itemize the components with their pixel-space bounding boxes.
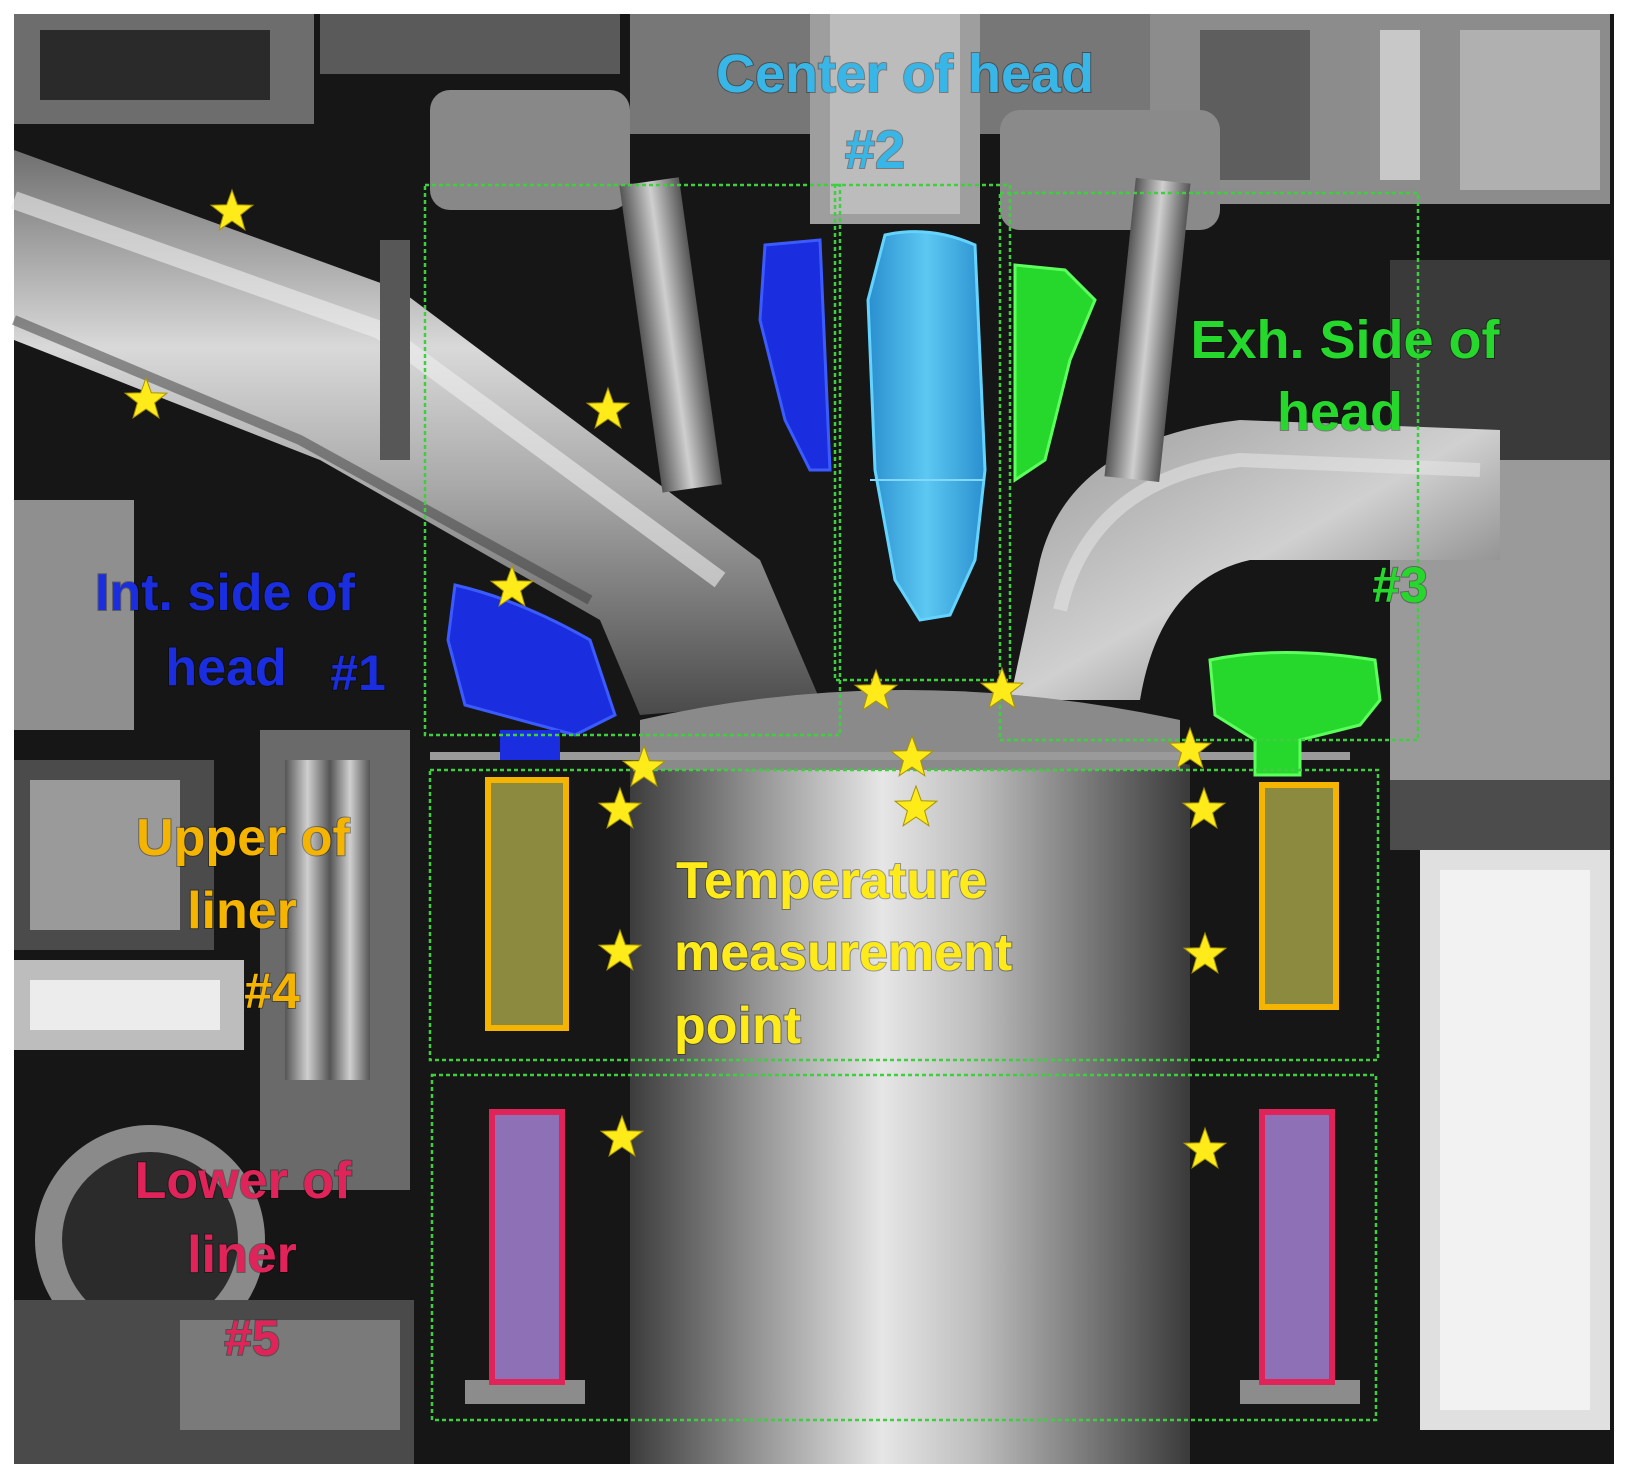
label-upper-liner-line1: Upper of <box>136 809 350 867</box>
star-icon <box>597 786 643 829</box>
region-upper-liner <box>485 777 1339 1031</box>
label-int-side-line1: Int. side of <box>95 564 356 622</box>
star-icon <box>599 1114 645 1157</box>
star-icon <box>889 734 935 777</box>
exhaust-valve-region <box>1208 651 1382 777</box>
label-temperature-line1: Temperature <box>676 852 987 910</box>
zone-lower-liner <box>430 1073 1378 1422</box>
label-temperature-line2: measurement <box>674 924 1012 982</box>
zone-intake-side <box>423 183 842 737</box>
cylinder <box>430 690 1360 1464</box>
star-icon <box>489 564 535 607</box>
star-icon <box>853 668 899 711</box>
valve-stems <box>380 177 1191 493</box>
region-exhaust-side <box>1013 263 1382 777</box>
label-center-number: #2 <box>845 120 905 180</box>
label-exh-side-line2: head <box>1277 382 1403 442</box>
label-lower-liner-number: #5 <box>224 1310 280 1366</box>
label-upper-liner-line2: liner <box>187 882 297 940</box>
label-center-of-head: Center of head <box>716 44 1094 104</box>
label-int-side-number: #1 <box>330 645 386 701</box>
label-lower-liner-line1: Lower of <box>135 1152 352 1210</box>
zone-outlines <box>423 183 1420 1422</box>
star-icon <box>621 744 667 787</box>
star-icon <box>1182 1126 1228 1169</box>
label-exh-side-number: #3 <box>1372 557 1428 613</box>
label-temperature-line3: point <box>674 997 801 1055</box>
label-lower-liner-line2: liner <box>187 1226 297 1284</box>
intake-head-upper-region <box>758 238 832 472</box>
upper-liner-left-bar <box>485 777 569 1031</box>
lower-liner-right-bar <box>1259 1109 1335 1385</box>
label-int-side-line2: head <box>165 639 286 697</box>
region-center-head <box>866 230 987 622</box>
star-icon <box>597 928 643 971</box>
intake-head-lower-region <box>446 583 617 737</box>
star-icon <box>1181 786 1227 829</box>
label-exh-side-line1: Exh. Side of <box>1190 310 1500 370</box>
labels: Center of head #2 Exh. Side of head #3 I… <box>94 43 1502 1367</box>
lower-liner-left-bar <box>489 1109 565 1385</box>
upper-liner-right-bar <box>1259 782 1339 1010</box>
exhaust-head-upper-region <box>1013 263 1097 483</box>
engine-backdrop <box>14 14 1610 1464</box>
temperature-points <box>123 188 1228 1169</box>
zone-upper-liner <box>428 768 1380 1062</box>
exhaust-pipe <box>1010 420 1500 700</box>
region-intake-side <box>446 238 832 760</box>
star-icon <box>893 784 939 827</box>
star-icon <box>123 376 169 419</box>
label-upper-liner-number: #4 <box>244 963 300 1019</box>
star-icon <box>1167 726 1213 769</box>
star-icon <box>1182 931 1228 974</box>
zone-center-head <box>833 183 1012 682</box>
star-icon <box>979 666 1025 709</box>
region-lower-liner <box>489 1109 1335 1385</box>
temperature-label: Temperature measurement point <box>673 851 1013 1056</box>
star-icon <box>585 386 631 429</box>
star-icon <box>209 188 255 231</box>
